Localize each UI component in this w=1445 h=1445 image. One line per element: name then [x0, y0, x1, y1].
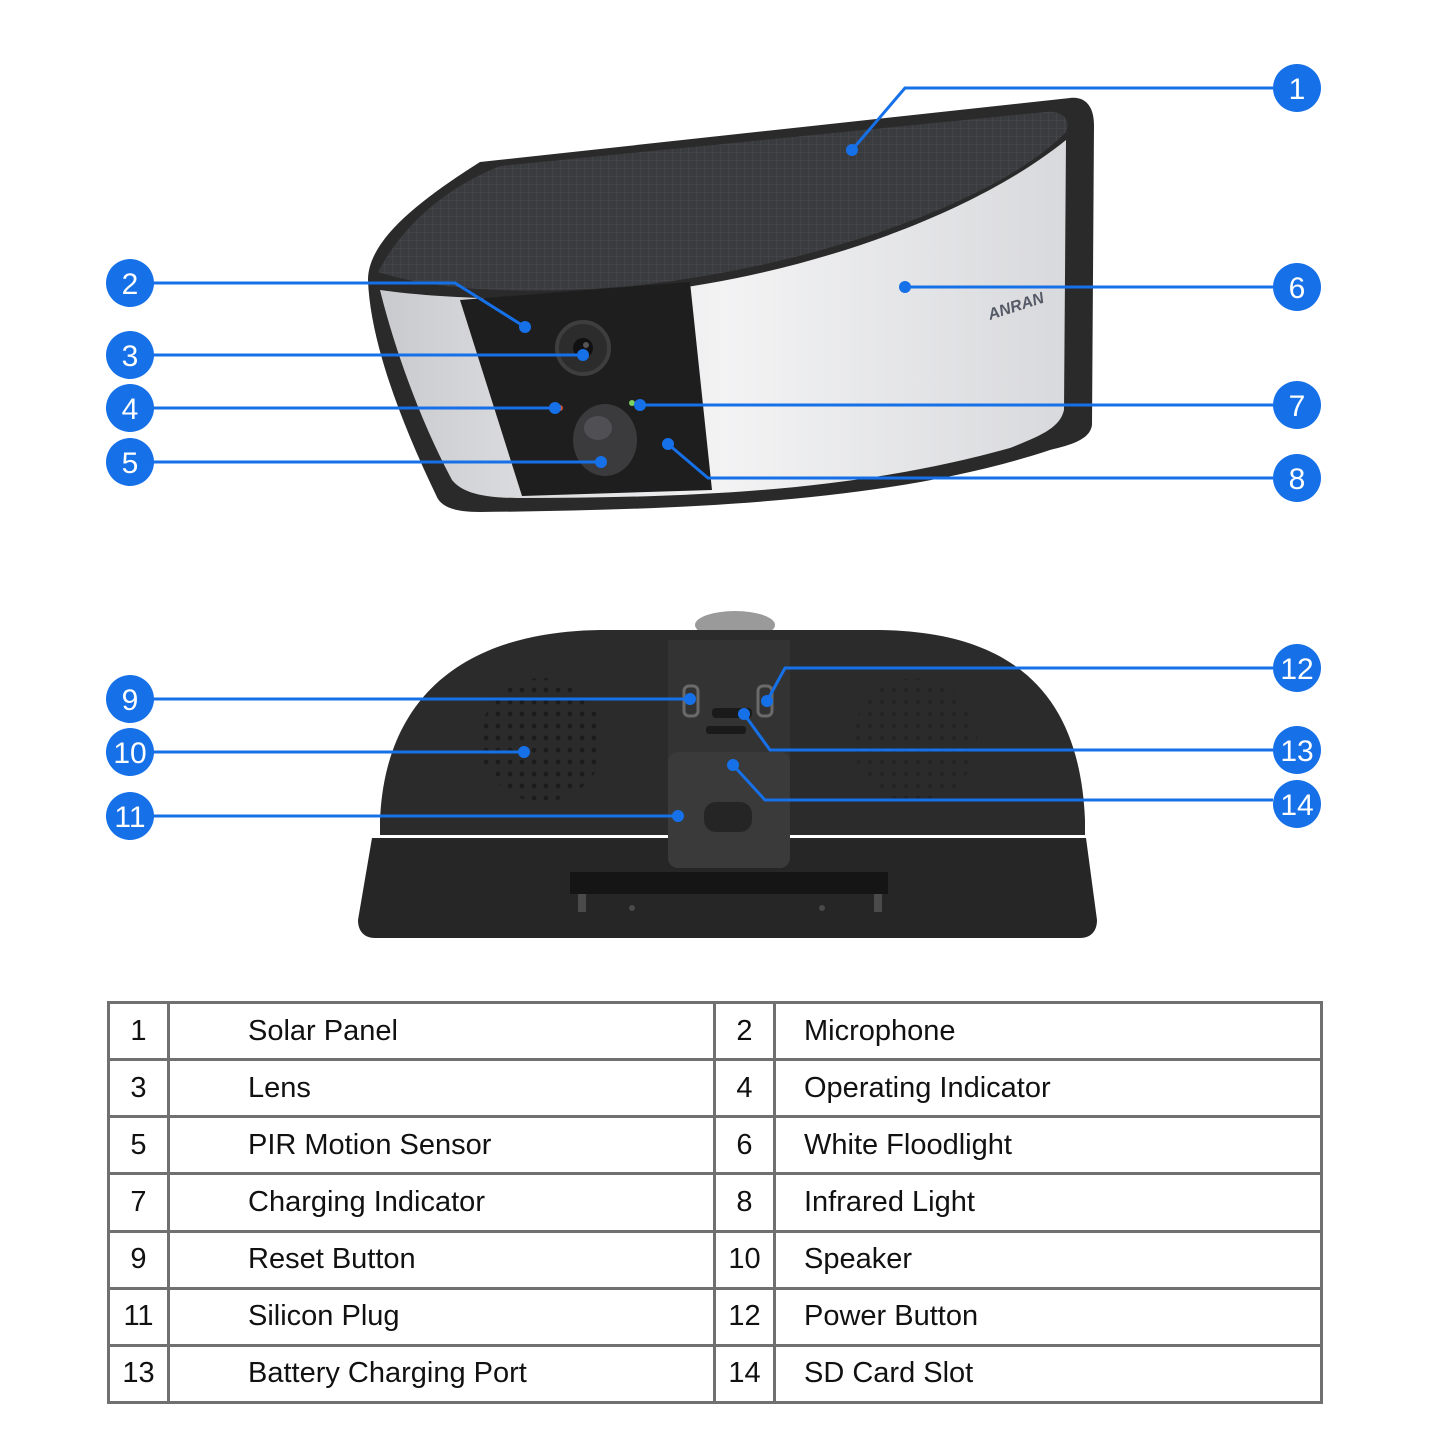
- svg-text:7: 7: [1289, 390, 1306, 423]
- table-row: 9 Reset Button 10 Speaker: [107, 1229, 1323, 1290]
- part-number: 13: [107, 1343, 170, 1405]
- part-number: 7: [107, 1172, 170, 1233]
- part-name: Solar Panel: [167, 1000, 716, 1062]
- table-row: 5 PIR Motion Sensor 6 White Floodlight: [107, 1115, 1323, 1176]
- callout-badge-14: 14: [1273, 780, 1321, 828]
- callout-endpoints: [518, 144, 911, 822]
- svg-text:9: 9: [122, 684, 139, 717]
- callout-badge-4: 4: [106, 384, 154, 432]
- part-name: Microphone: [773, 1000, 1323, 1062]
- svg-text:8: 8: [1289, 463, 1306, 496]
- table-row: 11 Silicon Plug 12 Power Button: [107, 1286, 1323, 1347]
- part-number: 1: [107, 1000, 170, 1062]
- callout-lines: [130, 86, 1273, 818]
- svg-text:10: 10: [113, 737, 146, 770]
- table-row: 7 Charging Indicator 8 Infrared Light: [107, 1172, 1323, 1233]
- part-name: White Floodlight: [773, 1115, 1323, 1176]
- svg-text:1: 1: [1289, 73, 1306, 106]
- callout-line-14: [731, 763, 1273, 802]
- callout-badge-2: 2: [106, 259, 154, 307]
- svg-text:5: 5: [122, 447, 139, 480]
- parts-legend-table: 1 Solar Panel 2 Microphone 3 Lens 4 Oper…: [107, 1000, 1323, 1405]
- svg-text:14: 14: [1280, 789, 1313, 822]
- part-name: Infrared Light: [773, 1172, 1323, 1233]
- svg-text:2: 2: [122, 268, 139, 301]
- part-number: 14: [713, 1343, 776, 1405]
- callout-badge-11: 11: [106, 792, 154, 840]
- part-name: Reset Button: [167, 1229, 716, 1290]
- callout-badge-13: 13: [1273, 726, 1321, 774]
- callout-badge-12: 12: [1273, 644, 1321, 692]
- part-name: Speaker: [773, 1229, 1323, 1290]
- part-name: Operating Indicator: [773, 1058, 1323, 1119]
- svg-text:6: 6: [1289, 272, 1306, 305]
- part-number: 3: [107, 1058, 170, 1119]
- camera-diagram: ANRAN: [106, 64, 1321, 938]
- part-number: 6: [713, 1115, 776, 1176]
- camera-bottom-view: [358, 611, 1097, 938]
- part-name: SD Card Slot: [773, 1343, 1323, 1405]
- part-name: Silicon Plug: [167, 1286, 716, 1347]
- charging-indicator-led: [629, 400, 635, 406]
- callout-badge-8: 8: [1273, 454, 1321, 502]
- part-number: 4: [713, 1058, 776, 1119]
- callout-line-13: [742, 713, 1273, 752]
- part-number: 12: [713, 1286, 776, 1347]
- callout-badge-5: 5: [106, 438, 154, 486]
- speaker-right: [853, 678, 977, 802]
- svg-text:13: 13: [1280, 735, 1313, 768]
- callout-line-2: [130, 281, 526, 329]
- callout-badge-9: 9: [106, 675, 154, 723]
- part-number: 8: [713, 1172, 776, 1233]
- camera-front-view: ANRAN: [368, 97, 1094, 513]
- svg-text:4: 4: [122, 393, 139, 426]
- part-number: 2: [713, 1000, 776, 1062]
- callout-badge-6: 6: [1273, 263, 1321, 311]
- callout-badge-3: 3: [106, 331, 154, 379]
- part-name: Battery Charging Port: [167, 1343, 716, 1405]
- part-name: PIR Motion Sensor: [167, 1115, 716, 1176]
- svg-text:3: 3: [122, 340, 139, 373]
- sensor-window: [460, 282, 712, 496]
- callout-badges: 1 2 3 4 5 6 7 8 9 10 11 12 13 14: [106, 64, 1321, 840]
- part-name: Charging Indicator: [167, 1172, 716, 1233]
- table-row: 1 Solar Panel 2 Microphone: [107, 1000, 1323, 1062]
- table-row: 3 Lens 4 Operating Indicator: [107, 1058, 1323, 1119]
- callout-line-1: [850, 86, 1273, 151]
- callout-badge-10: 10: [106, 728, 154, 776]
- callout-line-12: [765, 666, 1273, 702]
- callout-badge-7: 7: [1273, 381, 1321, 429]
- solar-panel: [378, 111, 1068, 291]
- part-name: Lens: [167, 1058, 716, 1119]
- part-name: Power Button: [773, 1286, 1323, 1347]
- svg-text:12: 12: [1280, 653, 1313, 686]
- callout-badge-1: 1: [1273, 64, 1321, 112]
- table-row: 13 Battery Charging Port 14 SD Card Slot: [107, 1343, 1323, 1405]
- part-number: 9: [107, 1229, 170, 1290]
- part-number: 11: [107, 1286, 170, 1347]
- part-number: 10: [713, 1229, 776, 1290]
- callout-line-8: [667, 442, 1273, 480]
- part-number: 5: [107, 1115, 170, 1176]
- svg-text:11: 11: [114, 801, 145, 834]
